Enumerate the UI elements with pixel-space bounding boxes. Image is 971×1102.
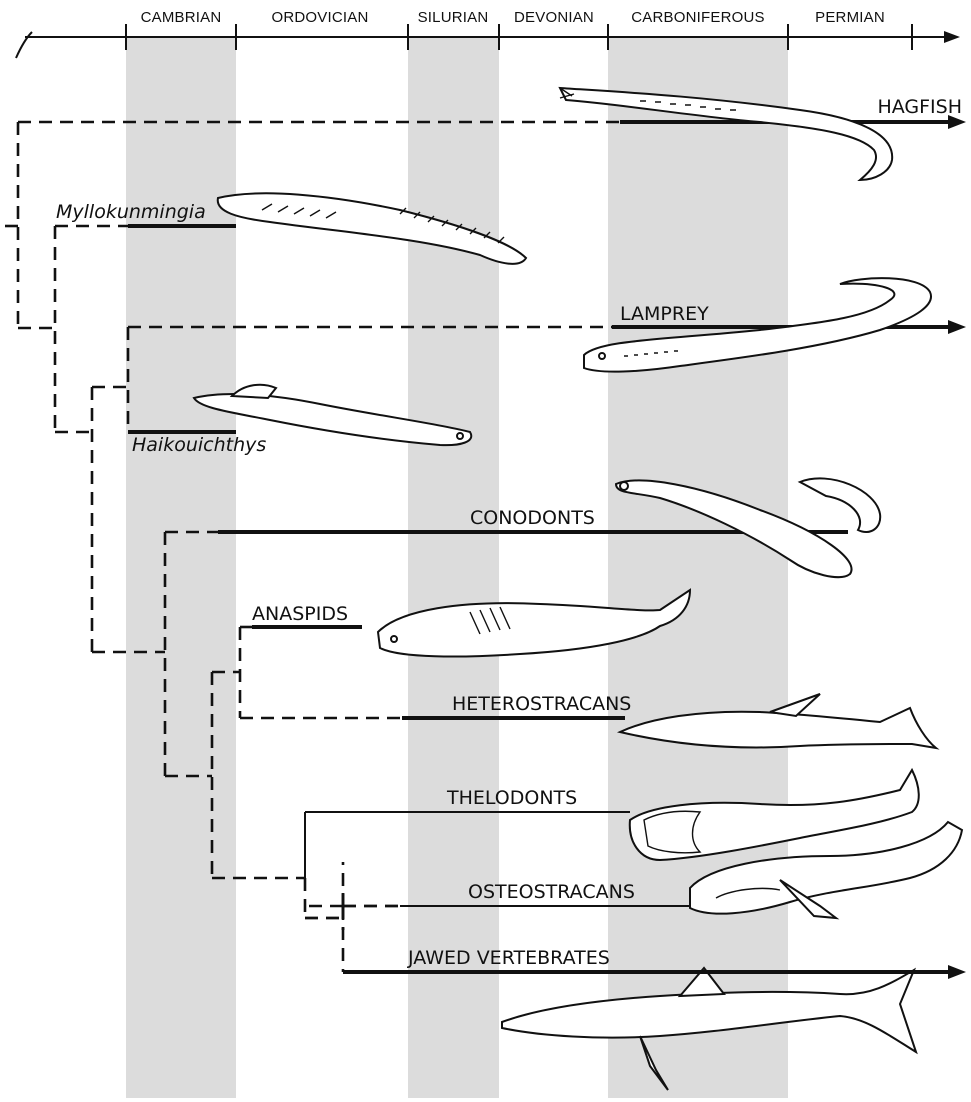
period-label-cambrian: CAMBRIAN [141,9,222,26]
period-label-ordovician: ORDOVICIAN [271,9,368,26]
period-label-devonian: DEVONIAN [514,9,594,26]
taxon-label-anaspids: ANASPIDS [252,603,348,625]
period-label-silurian: SILURIAN [418,9,489,26]
taxon-label-haikouichthys: Haikouichthys [132,434,266,456]
taxon-label-lamprey: LAMPREY [620,303,709,325]
period-label-carboniferous: CARBONIFEROUS [631,9,764,26]
taxon-label-conodonts: CONODONTS [470,507,595,529]
tree-branches-crown [306,885,343,930]
carboniferous-band [608,38,788,1098]
taxon-label-thelodonts: THELODONTS [446,787,577,809]
taxon-label-heterostracans: HETEROSTRACANS [452,693,631,715]
silurian-band [408,38,499,1098]
taxon-label-osteostracans: OSTEOSTRACANS [468,881,635,903]
taxon-label-jawed-vertebrates: JAWED VERTEBRATES [407,947,610,969]
taxon-label-hagfish: HAGFISH [877,96,962,118]
period-label-permian: PERMIAN [815,9,885,26]
taxon-label-myllokunmingia: Myllokunmingia [56,201,206,223]
